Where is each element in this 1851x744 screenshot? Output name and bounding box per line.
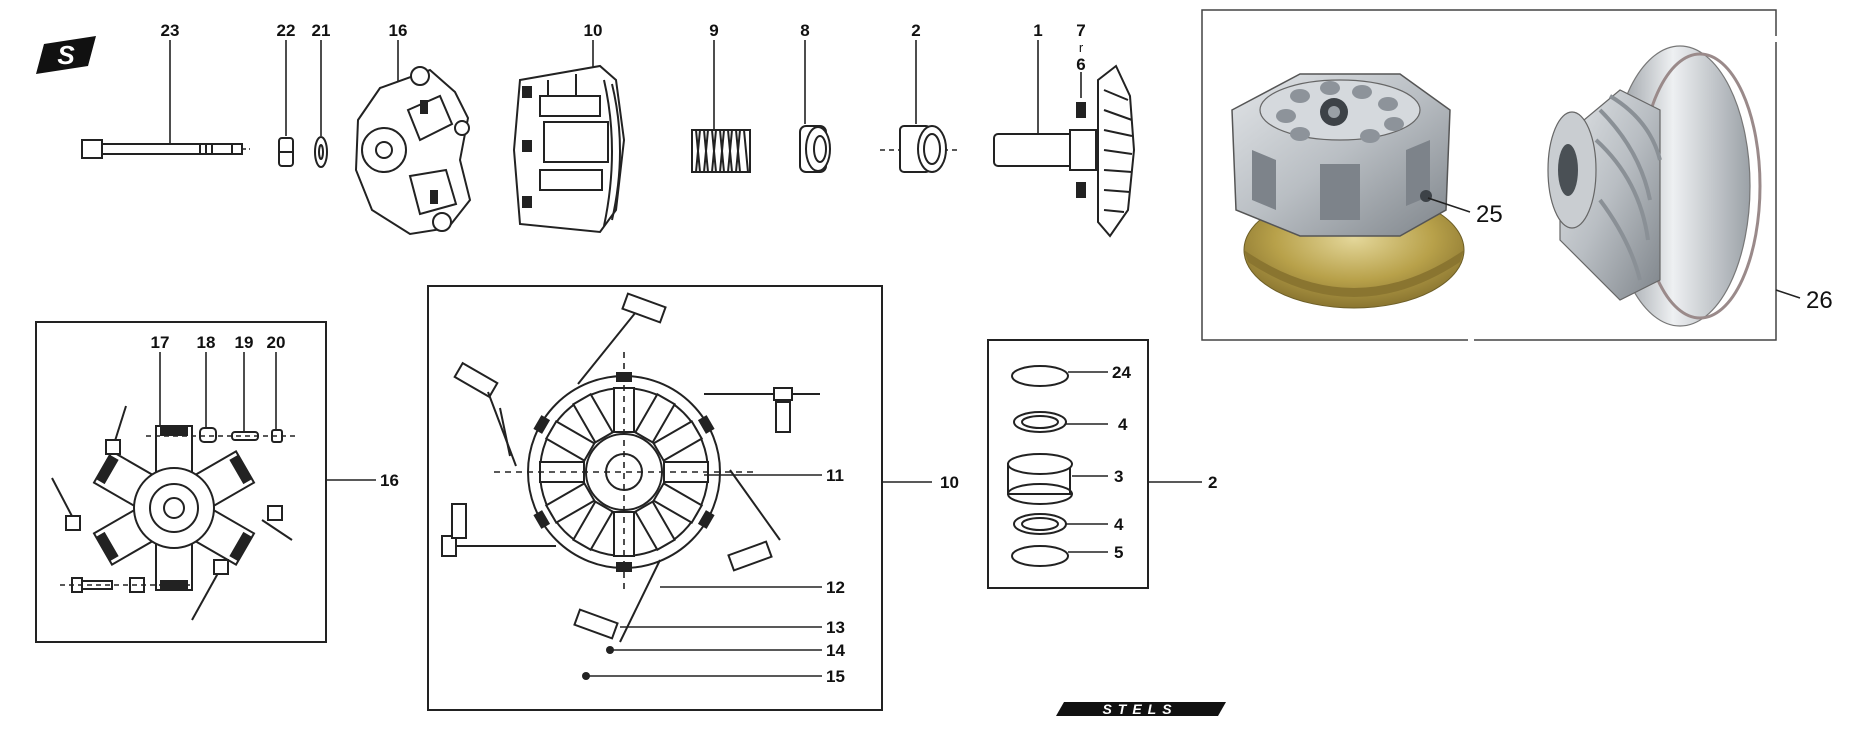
label-box-2: 2 bbox=[1208, 473, 1217, 492]
label-4b: 4 bbox=[1114, 515, 1124, 534]
label-12: 12 bbox=[826, 578, 845, 597]
corner-logo: S bbox=[36, 36, 96, 74]
part-10-sheave bbox=[512, 40, 626, 234]
label-10: 10 bbox=[584, 21, 603, 40]
label-15: 15 bbox=[826, 667, 845, 686]
photo-26-sheave bbox=[1547, 45, 1762, 327]
label-8: 8 bbox=[800, 21, 809, 40]
label-16: 16 bbox=[389, 21, 408, 40]
svg-text:r: r bbox=[1079, 40, 1084, 55]
detail-box-2 bbox=[987, 339, 1202, 589]
part-8-bushing bbox=[799, 40, 831, 173]
part-1-fixed-sheave bbox=[993, 40, 1136, 238]
label-20: 20 bbox=[267, 333, 286, 352]
part-2-bearing bbox=[880, 40, 960, 173]
label-box-16: 16 bbox=[380, 471, 399, 490]
label-17: 17 bbox=[151, 333, 170, 352]
label-2: 2 bbox=[911, 21, 920, 40]
brand-logo-text: STELS bbox=[1102, 701, 1177, 717]
part-22-nut bbox=[278, 40, 294, 167]
detail-box-10 bbox=[427, 285, 932, 711]
label-19: 19 bbox=[235, 333, 254, 352]
label-22: 22 bbox=[277, 21, 296, 40]
label-1: 1 bbox=[1033, 21, 1042, 40]
label-24: 24 bbox=[1112, 363, 1131, 382]
label-11: 11 bbox=[826, 466, 844, 485]
photo-25-clutch bbox=[1231, 73, 1465, 309]
corner-logo-letter: S bbox=[57, 40, 75, 70]
part-9-spring bbox=[691, 40, 751, 173]
detail-box-16 bbox=[35, 321, 376, 643]
label-26: 26 bbox=[1806, 287, 1833, 314]
label-5: 5 bbox=[1114, 543, 1123, 562]
label-21: 21 bbox=[312, 21, 331, 40]
label-14: 14 bbox=[826, 641, 845, 660]
label-13: 13 bbox=[826, 618, 845, 637]
label-25: 25 bbox=[1476, 201, 1503, 228]
label-box-10: 10 bbox=[940, 473, 959, 492]
part-21-washer bbox=[314, 40, 328, 168]
brand-logo: STELS bbox=[1056, 701, 1226, 717]
label-9: 9 bbox=[709, 21, 718, 40]
part-7-6-pins: r bbox=[1079, 40, 1084, 98]
label-18: 18 bbox=[197, 333, 216, 352]
part-23-bolt bbox=[81, 40, 250, 159]
photo-box bbox=[1201, 9, 1801, 341]
part-16-spider bbox=[354, 40, 472, 236]
label-23: 23 bbox=[161, 21, 180, 40]
label-6: 6 bbox=[1076, 55, 1085, 74]
label-7: 7 bbox=[1076, 21, 1085, 40]
label-4a: 4 bbox=[1118, 415, 1128, 434]
label-3: 3 bbox=[1114, 467, 1123, 486]
